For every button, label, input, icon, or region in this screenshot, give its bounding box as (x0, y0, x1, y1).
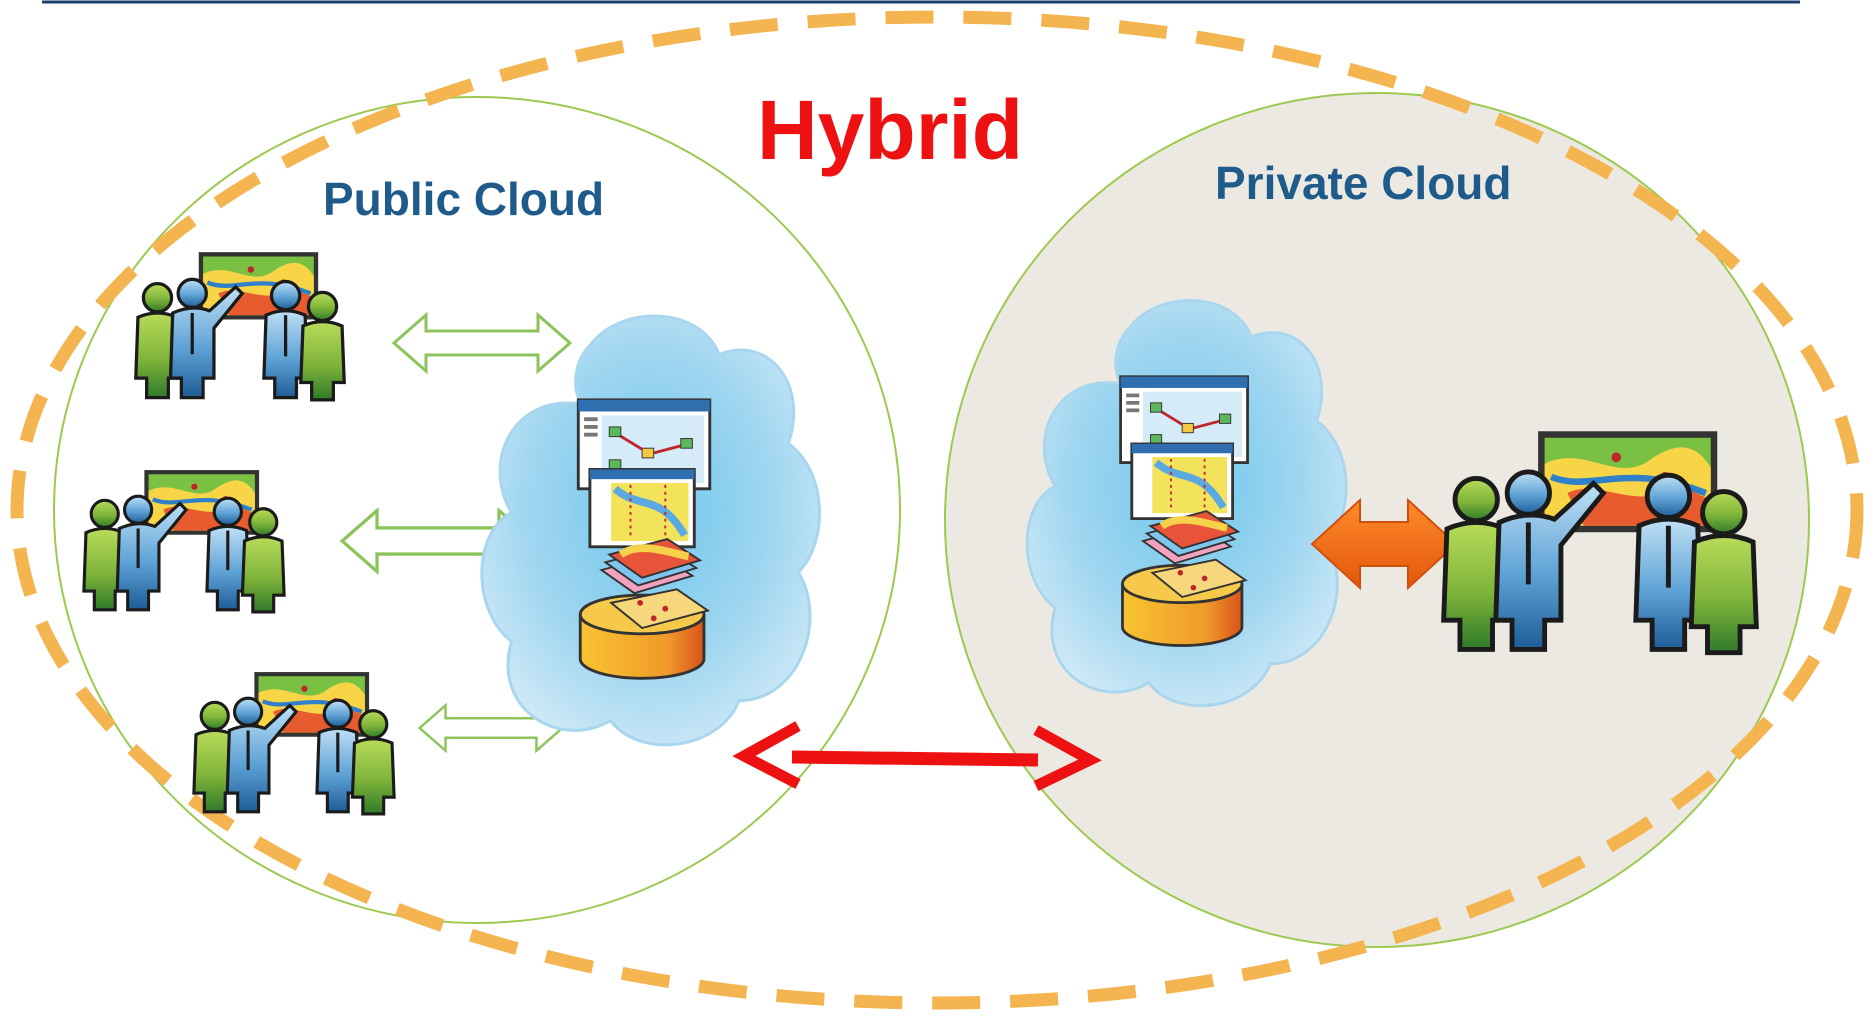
double-arrow-line-icon (732, 721, 1102, 791)
hybrid-title: Hybrid (757, 83, 1024, 177)
gis-stack-icon (578, 400, 709, 678)
gis-stack-icon (1121, 377, 1248, 646)
hybrid-boundary (10, 10, 1864, 1010)
public-cloud-label: Public Cloud (323, 173, 605, 225)
private-cloud-label: Private Cloud (1215, 157, 1512, 209)
